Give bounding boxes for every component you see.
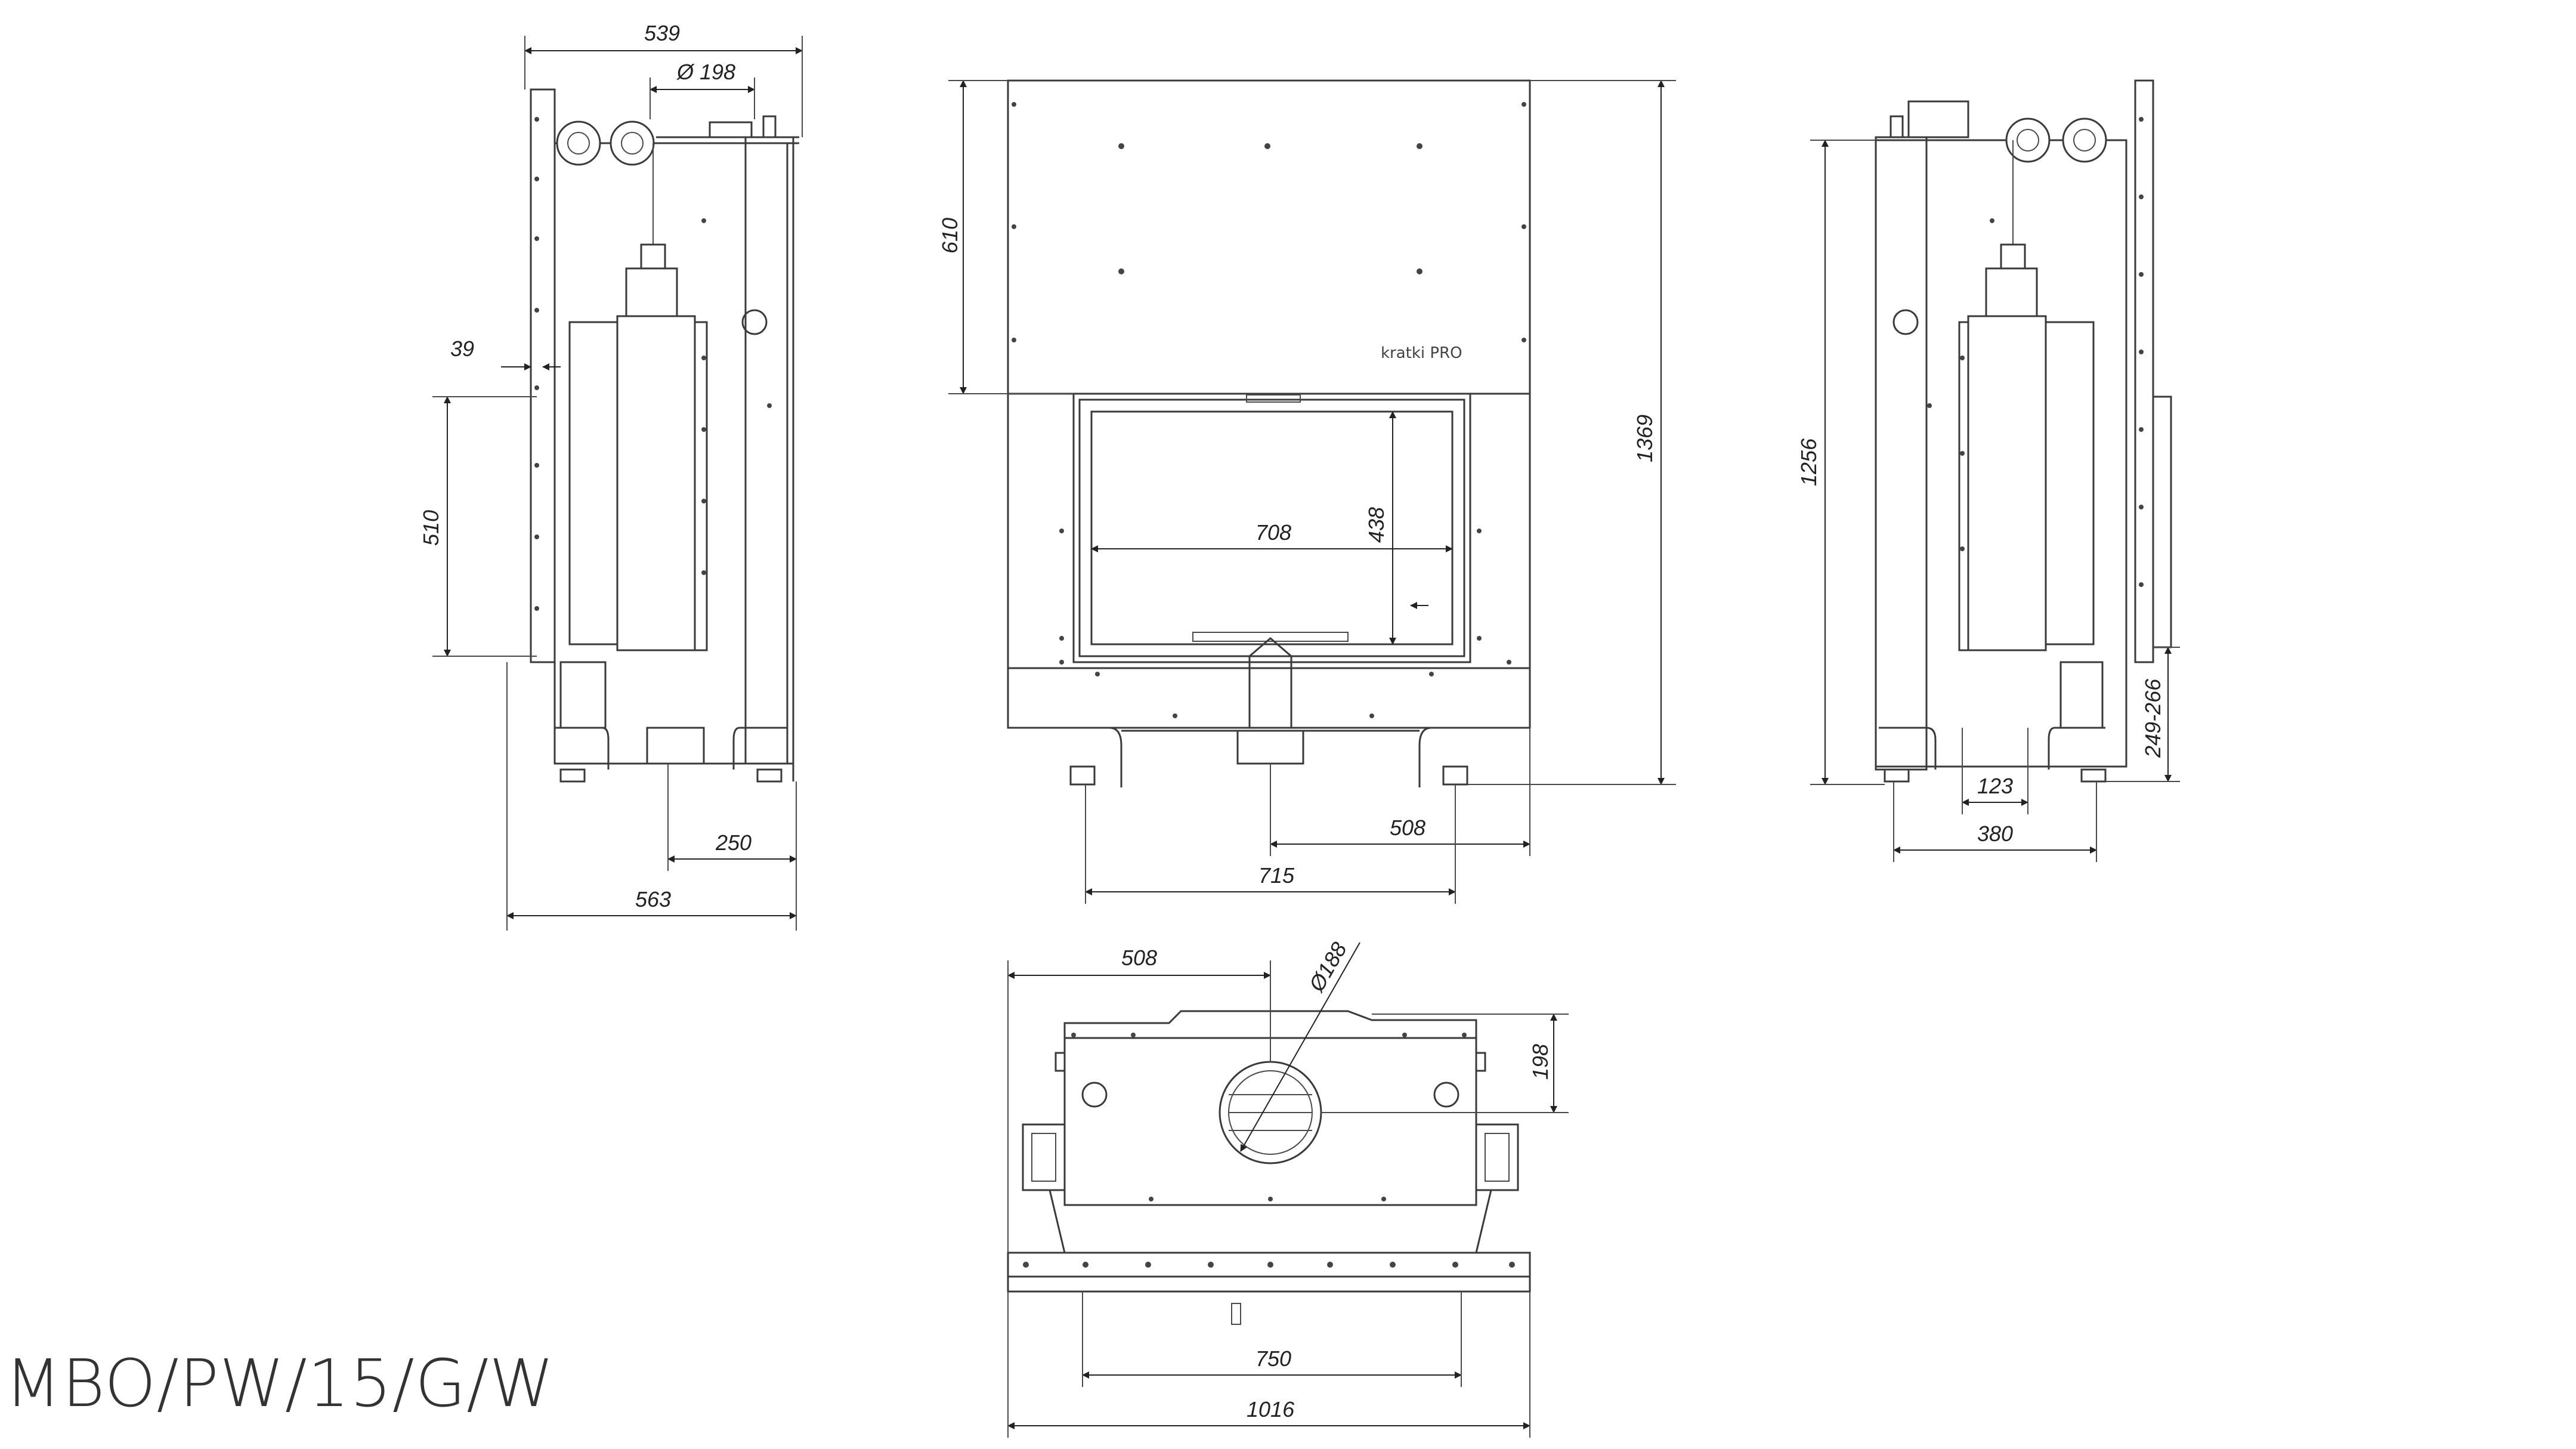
top-view: 508 Ø188 198 750 1016 — [1007, 938, 1569, 1438]
dim-610: 610 — [938, 218, 962, 254]
dim-1256: 1256 — [1796, 438, 1821, 486]
left-side-view: 539 Ø 198 — [419, 21, 803, 931]
service-port-icon — [1892, 309, 1919, 335]
dim-715: 715 — [1258, 863, 1295, 888]
dim-508-top: 508 — [1121, 946, 1157, 970]
dim-539: 539 — [644, 21, 680, 45]
dim-198-top: 198 — [1528, 1044, 1553, 1080]
left-hinge — [1022, 1123, 1066, 1191]
model-code: MBO/PW/15/G/W — [5, 1345, 555, 1422]
pulley-icon — [556, 121, 601, 166]
pulley-icon — [2005, 118, 2051, 163]
brand-logo: kratki PRO — [1381, 344, 1462, 362]
dim-380: 380 — [1977, 821, 2013, 846]
dim-750: 750 — [1255, 1346, 1291, 1371]
dim-123: 123 — [1977, 774, 2013, 798]
dim-39: 39 — [450, 336, 474, 361]
service-port-icon — [741, 309, 768, 335]
pulley-icon — [610, 121, 655, 166]
dim-708: 708 — [1255, 520, 1291, 545]
dim-250: 250 — [715, 830, 752, 855]
dim-510: 510 — [419, 510, 443, 546]
dim-563: 563 — [635, 887, 671, 912]
dim-438: 438 — [1364, 507, 1388, 543]
right-side-view: 1256 249-266 123 380 — [1796, 79, 2180, 862]
dim-1016: 1016 — [1247, 1397, 1295, 1422]
dim-flue-188: Ø188 — [1304, 938, 1352, 996]
dim-249-266: 249-266 — [2141, 678, 2165, 758]
dim-flue-198-left: Ø 198 — [676, 60, 735, 84]
right-hinge — [1475, 1123, 1519, 1191]
dim-508-front: 508 — [1390, 815, 1425, 840]
pulley-icon — [2062, 118, 2107, 163]
dim-1369: 1369 — [1632, 415, 1657, 462]
front-view: kratki PRO 610 1369 708 438 508 715 — [938, 79, 1676, 904]
